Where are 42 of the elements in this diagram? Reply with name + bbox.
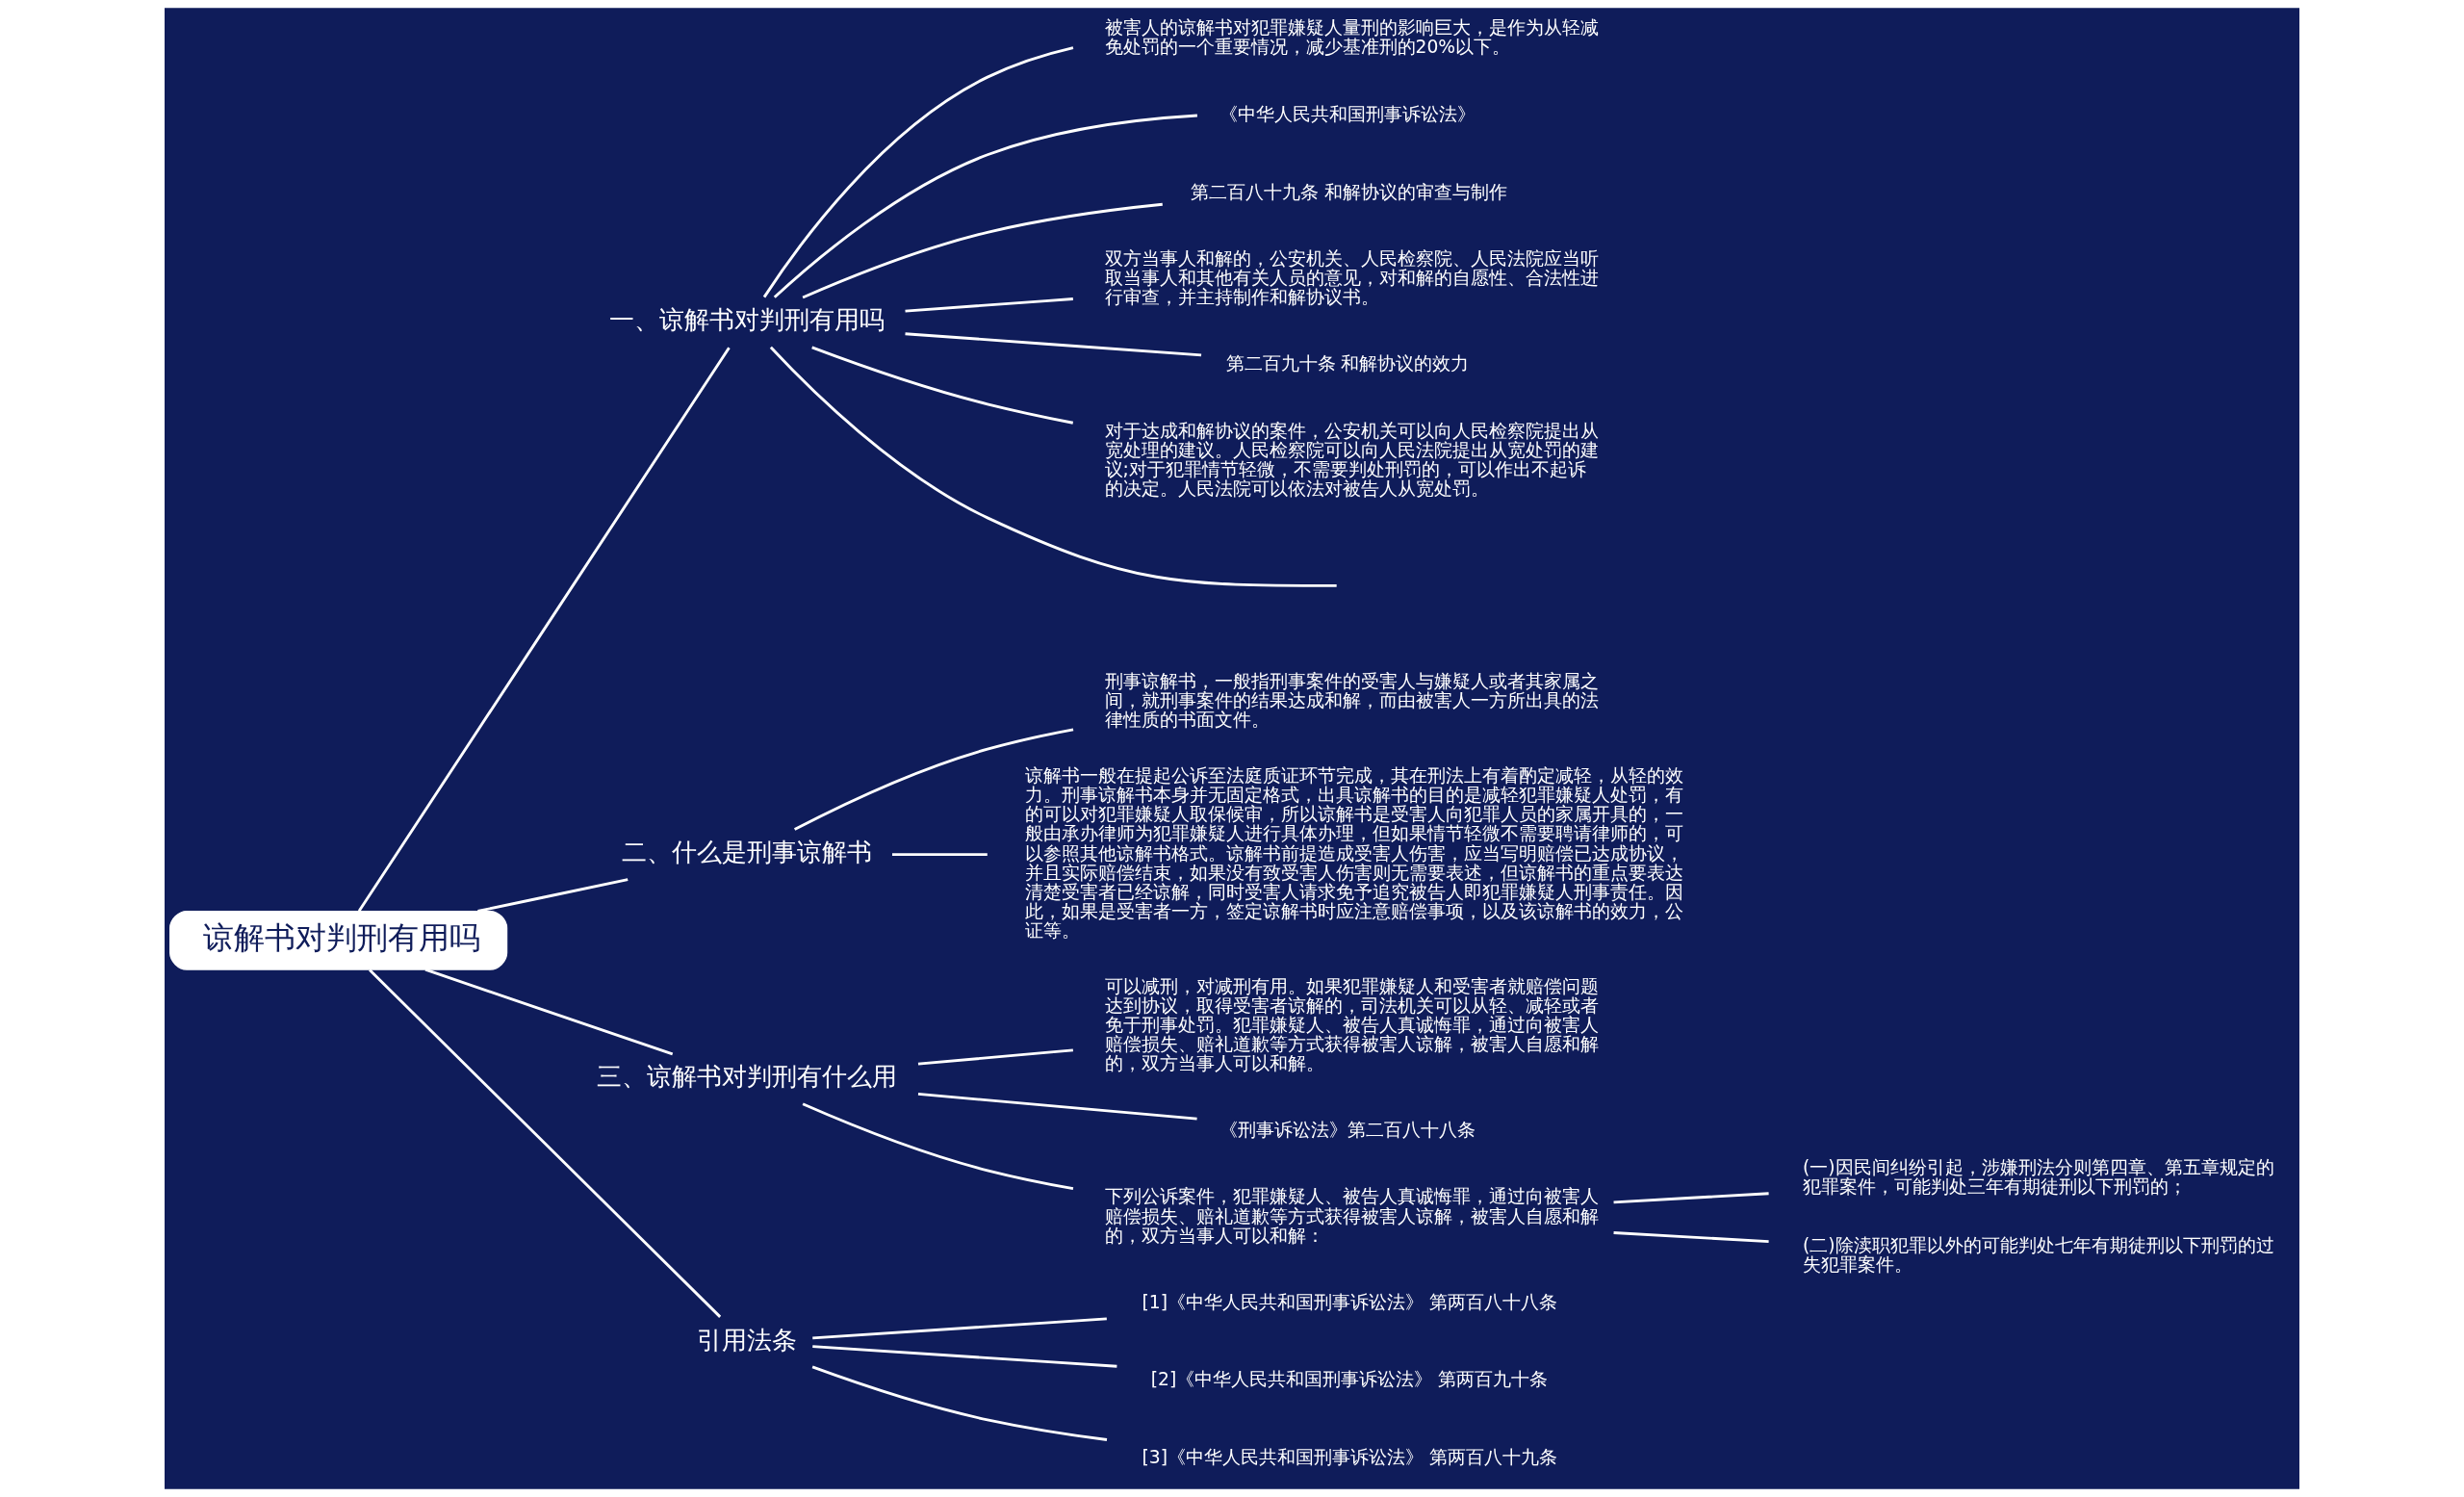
node-text: [3]《中华人民共和国刑事诉讼法》 第两百八十九条 — [1142, 1447, 1557, 1468]
node-text: 三、谅解书对判刑有什么用 — [597, 1062, 898, 1092]
node-text: 第二百九十条 和解协议的效力 — [1225, 353, 1470, 374]
connector — [802, 1102, 1074, 1191]
connector — [1613, 1192, 1769, 1204]
node-text: [2]《中华人民共和国刑事诉讼法》 第两百九十条 — [1150, 1369, 1549, 1390]
connector — [812, 1317, 1107, 1340]
connector — [773, 114, 1197, 298]
connector — [811, 346, 1074, 425]
connector — [811, 1365, 1108, 1441]
connector — [424, 968, 674, 1056]
node-text: 对于达成和解协议的案件，公安机关可以向人民检察院提出从宽处理的建议。人民检察院可以向人民法院提出从宽处罚的建议;对于犯罪情节轻微，不需要判处刑罚的，可以作出不起诉的决定。人民法院可以依法对被告人从宽处罚。 — [1104, 420, 1599, 499]
connector — [477, 878, 629, 913]
connector — [917, 1048, 1073, 1066]
connector — [357, 347, 731, 913]
node-text: 第二百八十九条 和解协议的审查与制作 — [1190, 181, 1507, 202]
connector — [905, 297, 1073, 313]
connector — [802, 202, 1163, 299]
node-text: 双方当事人和解的，公安机关、人民检察院、人民法院应当听取当事人和其他有关人员的意见，对和解的自愿性、合法性进行审查，并主持制作和解协议书。 — [1104, 248, 1599, 308]
node-box: 谅解书对判刑有用吗 — [169, 910, 508, 970]
node-text: 刑事谅解书，一般指刑事案件的受害人与嫌疑人或者其家属之间，就刑事案件的结果达成和解，而由被害人一方所出具的法律性质的书面文件。 — [1104, 671, 1599, 731]
connector — [1613, 1231, 1769, 1244]
connector — [762, 46, 1074, 298]
node-text: 谅解书一般在提起公诉至法庭质证环节完成，其在刑法上有着酌定减轻，从轻的效力。刑事谅解书本身并无固定格式，出具谅解书的目的是减轻犯罪嫌疑人处罚，有的可以对犯罪嫌疑人取保候审，所以谅解书是受害人向犯罪人员的家属开具的，一般由承办律师为犯罪嫌疑人进行具体办理，但如果情节轻微不需要聘请律师的，可以参照其他谅解书格式。谅解书前提造成受害人伤害，应当写明赔偿已达成协议，并且实际赔偿结束，如果没有致受害人伤害则无需要表述，但谅解书的重点要表达清楚受害者已经谅解，同时受害人请求免予追究被告人即犯罪嫌疑人刑事责任。因此，如果是受害者一方，签定谅解书时应注意赔偿事项，以及该谅解书的效力，公证等。 — [1024, 764, 1683, 942]
node-text: [1]《中华人民共和国刑事诉讼法》 第两百八十八条 — [1142, 1291, 1557, 1312]
node-text: 被害人的谅解书对犯罪嫌疑人量刑的影响巨大，是作为从轻减免处罚的一个重要情况，减少基准刑的20%以下。 — [1104, 16, 1599, 57]
node-text: 引用法条 — [696, 1325, 797, 1355]
connector — [369, 968, 722, 1318]
node-text: 《中华人民共和国刑事诉讼法》 — [1219, 104, 1476, 125]
connector — [917, 1092, 1197, 1121]
node-text: (一)因民间纠纷引起，涉嫌刑法分则第四章、第五章规定的犯罪案件，可能判处三年有期徒刑以下刑罚的； — [1803, 1157, 2274, 1198]
node-text: 可以减刑，对减刑有用。如果犯罪嫌疑人和受害者就赔偿问题达到协议，取得受害者谅解的，司法机关可以从轻、减轻或者免于刑事处罚。犯罪嫌疑人、被告人真诚悔罪，通过向被害人赔偿损失、赔礼道歉等方式获得被害人谅解，被害人自愿和解的，双方当事人可以和解。 — [1104, 975, 1599, 1074]
connector — [769, 346, 1337, 587]
node-text: 二、什么是刑事谅解书 — [621, 837, 872, 866]
connector — [905, 332, 1202, 357]
connector — [892, 853, 988, 857]
node-text: 《刑事诉讼法》第二百八十八条 — [1219, 1120, 1476, 1141]
connector — [812, 1345, 1117, 1368]
connector — [793, 728, 1074, 831]
node-text: 一、谅解书对判刑有用吗 — [609, 305, 886, 335]
node-text: (二)除渎职犯罪以外的可能判处七年有期徒刑以下刑罚的过失犯罪案件。 — [1803, 1234, 2274, 1275]
node-text: 下列公诉案件，犯罪嫌疑人、被告人真诚悔罪，通过向被害人赔偿损失、赔礼道歉等方式获得被害人谅解，被害人自愿和解的，双方当事人可以和解： — [1104, 1186, 1599, 1246]
